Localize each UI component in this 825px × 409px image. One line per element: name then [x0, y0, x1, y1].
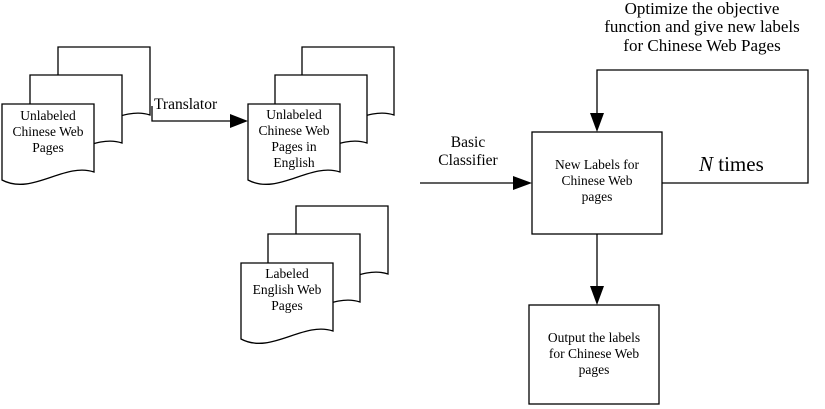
new-labels-box	[531, 131, 663, 235]
unlabeled-chinese-pages-label: Unlabeled Chinese Web Pages	[2, 108, 94, 156]
label-line: Chinese Web	[258, 122, 330, 138]
label-line: Chinese Web	[561, 172, 633, 188]
label-line: pages	[578, 361, 610, 377]
basic-classifier-label: Basic Classifier	[428, 134, 508, 171]
label-line: Chinese Web	[12, 123, 84, 139]
label-line: Unlabeled	[266, 107, 322, 122]
label-line: for Chinese Web	[548, 345, 640, 361]
optimize-label: Optimize the objective function and give…	[582, 0, 822, 55]
iteration-variable: N	[699, 152, 714, 176]
translator-arrow	[151, 106, 248, 128]
label-line: Classifier	[438, 152, 498, 170]
translator-label: Translator	[154, 96, 217, 114]
unlabeled-english-pages-label: Unlabeled Chinese Web Pages in English	[248, 107, 340, 171]
classifier-arrow	[420, 176, 532, 190]
labeled-english-pages-label: Labeled English Web Pages	[241, 266, 333, 314]
label-line: New Labels for	[555, 157, 639, 172]
label-line: for Chinese Web Pages	[623, 35, 781, 55]
label-line: Optimize the objective	[624, 0, 780, 18]
output-arrow	[590, 234, 604, 305]
label-line: Unlabeled	[20, 108, 76, 123]
iteration-text: times	[718, 152, 764, 176]
label-line: English	[273, 154, 315, 170]
new-labels-label: New Labels for Chinese Web pages	[532, 157, 662, 205]
label-text: Translator	[154, 96, 218, 113]
label-line: Labeled	[265, 266, 309, 281]
output-label: Output the labels for Chinese Web pages	[529, 330, 659, 378]
label-line: Basic	[450, 134, 486, 151]
label-line: function and give new labels	[604, 17, 800, 37]
label-line: Pages	[32, 139, 64, 155]
output-box	[528, 304, 660, 405]
label-line: Pages	[271, 297, 303, 313]
label-line: English Web	[252, 281, 322, 297]
label-line: Pages in	[271, 138, 317, 154]
label-line: pages	[581, 188, 613, 204]
feedback-loop-arrow	[590, 69, 809, 184]
n-times-label: N times	[699, 152, 764, 177]
label-line: Output the labels	[547, 330, 641, 345]
